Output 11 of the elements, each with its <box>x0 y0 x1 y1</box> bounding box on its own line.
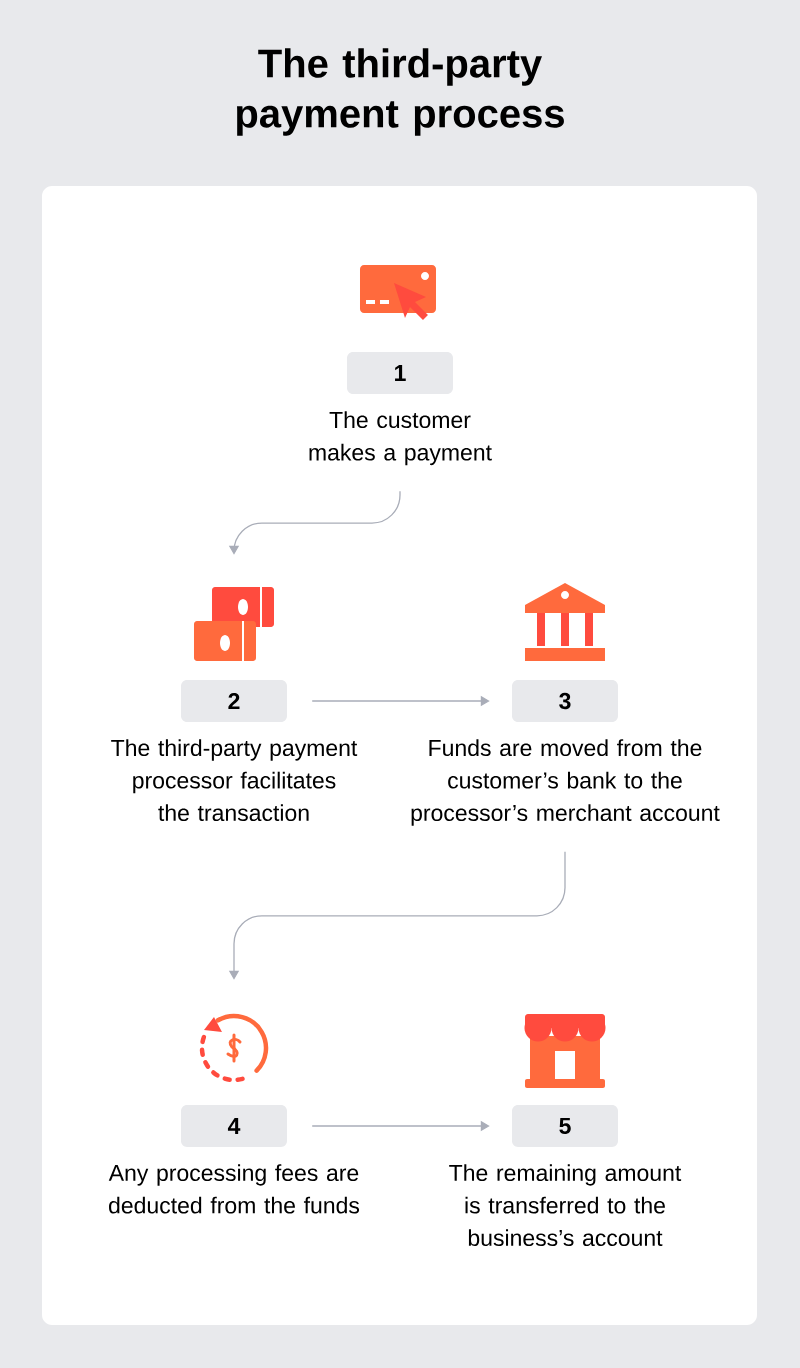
number-badge: 3 <box>512 680 618 722</box>
step-description: The third-party payment processor facilitates the transaction <box>111 739 358 822</box>
number-badge: 2 <box>181 680 287 722</box>
step-description: Funds are moved from the customer’s bank to the processor’s merchant account <box>411 739 720 826</box>
step-description: Any processing fees are deducted from the funds <box>108 1164 360 1214</box>
step-description: The remaining amount is transferred to the business’s account <box>449 1164 682 1247</box>
title: The third-party payment process <box>237 48 564 136</box>
step-description: The customer makes a payment <box>309 411 492 466</box>
number-badge: 5 <box>512 1105 618 1147</box>
number-badge: 1 <box>347 352 453 394</box>
number-badge: 4 <box>181 1105 287 1147</box>
